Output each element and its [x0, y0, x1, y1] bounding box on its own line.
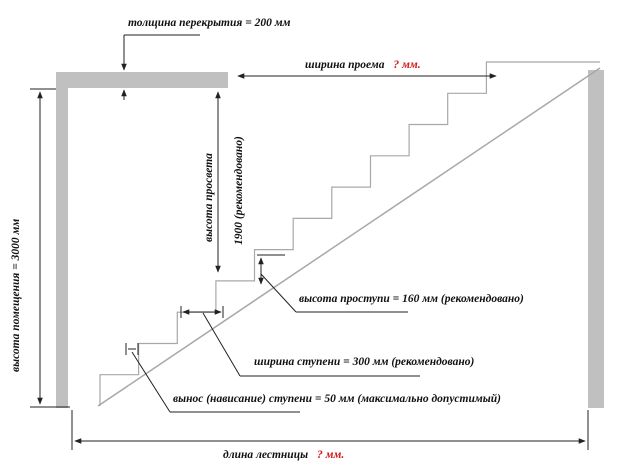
room-height-label: высота помещения = 3000 мм: [10, 219, 22, 372]
opening-width-label: ширина проема ? мм.: [305, 59, 421, 71]
tread-width-label: ширина ступени = 300 мм (рекомендовано): [254, 356, 474, 368]
slab-thickness-dimension: [121, 34, 200, 100]
headroom-label: высота просвета: [203, 153, 215, 242]
stair-length-dimension: [71, 410, 589, 450]
stair-steps: [99, 61, 600, 406]
room-height-dimension: [30, 88, 70, 408]
nosing-label: вынос (нависание) ступени = 50 мм (макси…: [173, 392, 501, 405]
stair-length-value: ? мм.: [317, 449, 344, 461]
slab-thickness-label: толщина перекрытия = 200 мм: [128, 17, 291, 29]
ceiling-slab: [56, 72, 228, 88]
right-wall: [588, 70, 604, 408]
opening-width-text: ширина проема: [305, 59, 385, 71]
step-profile: [99, 61, 600, 406]
riser-height-label: высота проступи = 160 мм (рекомендовано): [299, 293, 524, 305]
stair-length-label: длина лестницы ? мм.: [223, 449, 344, 461]
tread-width-dimension: [180, 306, 420, 377]
riser-height-dimension: [257, 254, 408, 313]
headroom-value-label: 1900 (рекомендовано): [233, 136, 245, 245]
opening-width-value: ? мм.: [393, 59, 420, 71]
stair-length-text: длина лестницы: [223, 449, 308, 461]
stair-stringer-line: [97, 67, 601, 407]
nosing-dimension: [125, 343, 300, 413]
left-wall: [56, 88, 68, 408]
